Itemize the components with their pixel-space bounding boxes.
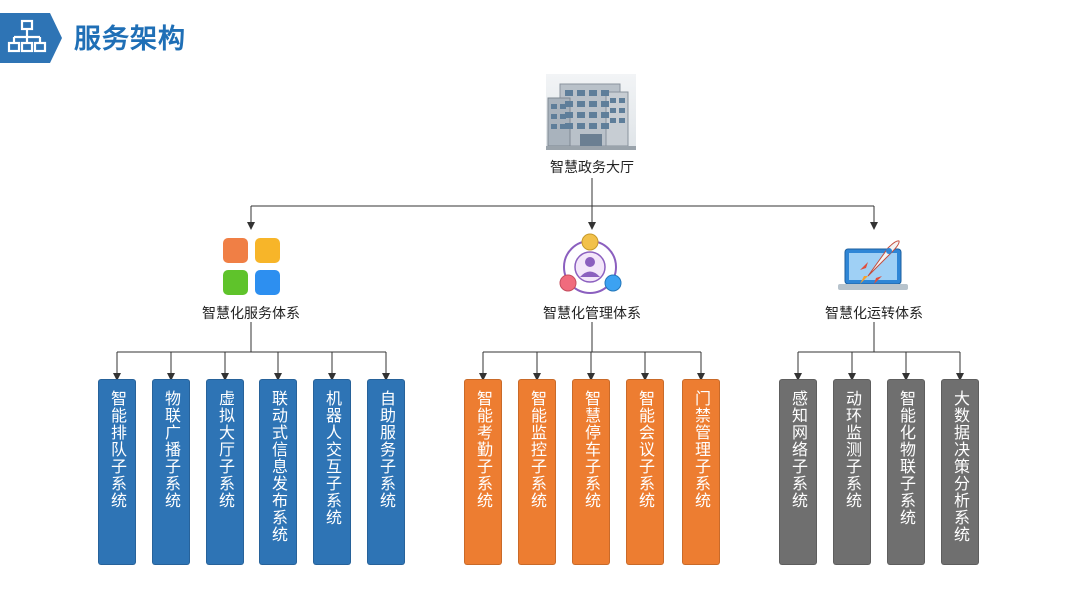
leaf-box: 智能考勤子系统 [464,379,502,565]
rocket-laptop-icon [838,240,908,290]
leaf-label: 智能监控子系统 [528,390,547,509]
leaf-label: 智慧停车子系统 [582,390,601,509]
root-label: 智慧政务大厅 [550,160,634,176]
leaf-label: 智能排队子系统 [108,390,127,509]
leaf-box: 虚拟大厅子系统 [206,379,244,565]
leaf-label: 物联广播子系统 [162,390,181,509]
leaf-label: 智能会议子系统 [636,390,655,509]
leaf-label: 动环监测子系统 [843,390,862,509]
leaf-box: 智慧停车子系统 [572,379,610,565]
government-building-icon [546,74,636,150]
leaf-box: 机器人交互子系统 [313,379,351,565]
page-title: 服务架构 [74,24,186,55]
leaf-connectors [113,322,964,381]
app-grid-icon [223,238,280,295]
leaf-box: 自助服务子系统 [367,379,405,565]
leaf-label: 感知网络子系统 [789,390,808,509]
leaf-box: 智能监控子系统 [518,379,556,565]
hierarchy-icon [7,19,47,53]
leaf-label: 智能考勤子系统 [474,390,493,509]
leaf-box: 物联广播子系统 [152,379,190,565]
leaf-label: 自助服务子系统 [377,390,396,509]
leaf-box: 门禁管理子系统 [682,379,720,565]
leaf-box: 联动式信息发布系统 [259,379,297,565]
leaf-box: 动环监测子系统 [833,379,871,565]
leaf-label: 大数据决策分析系统 [951,390,970,543]
leaf-box: 智能排队子系统 [98,379,136,565]
leaf-label: 联动式信息发布系统 [269,390,288,543]
branch-label-operation: 智慧化运转体系 [825,306,923,322]
branch-label-management: 智慧化管理体系 [543,306,641,322]
leaf-label: 门禁管理子系统 [692,390,711,509]
branch-label-service: 智慧化服务体系 [202,306,300,322]
user-network-icon [559,233,622,294]
leaf-box: 智能化物联子系统 [887,379,925,565]
header-badge [0,13,62,63]
leaf-label: 机器人交互子系统 [323,390,342,526]
leaf-label: 虚拟大厅子系统 [216,390,235,509]
leaf-box: 大数据决策分析系统 [941,379,979,565]
leaf-box: 感知网络子系统 [779,379,817,565]
leaf-box: 智能会议子系统 [626,379,664,565]
root-connectors [247,178,878,230]
leaf-label: 智能化物联子系统 [897,390,916,526]
